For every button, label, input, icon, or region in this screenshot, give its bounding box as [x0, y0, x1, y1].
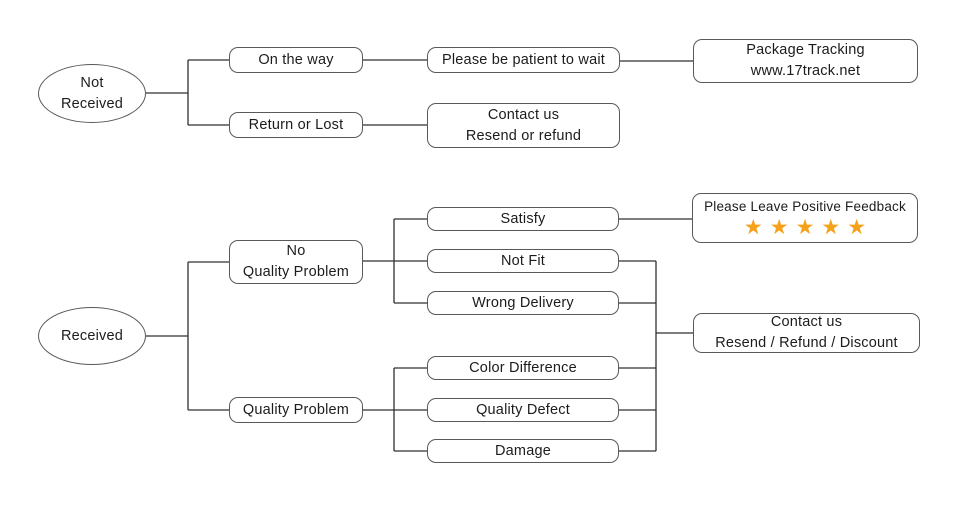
node-color-difference: Color Difference	[427, 356, 619, 380]
node-wrong-delivery: Wrong Delivery	[427, 291, 619, 315]
node-contact-resend-refund-discount: Contact us Resend / Refund / Discount	[693, 313, 920, 353]
node-please-be-patient: Please be patient to wait	[427, 47, 620, 73]
feedback-label: Please Leave Positive Feedback	[704, 199, 906, 215]
node-package-tracking: Package Tracking www.17track.net	[693, 39, 918, 83]
node-not-fit: Not Fit	[427, 249, 619, 273]
node-on-the-way: On the way	[229, 47, 363, 73]
node-contact-resend-refund: Contact us Resend or refund	[427, 103, 620, 148]
node-received: Received	[38, 307, 146, 365]
star-rating-icons: ★★★★★	[743, 215, 874, 239]
node-no-quality-problem: No Quality Problem	[229, 240, 363, 284]
node-quality-defect: Quality Defect	[427, 398, 619, 422]
node-positive-feedback: Please Leave Positive Feedback ★★★★★	[692, 193, 918, 243]
node-not-received: Not Received	[38, 64, 146, 123]
node-satisfy: Satisfy	[427, 207, 619, 231]
node-quality-problem: Quality Problem	[229, 397, 363, 423]
node-damage: Damage	[427, 439, 619, 463]
node-return-or-lost: Return or Lost	[229, 112, 363, 138]
